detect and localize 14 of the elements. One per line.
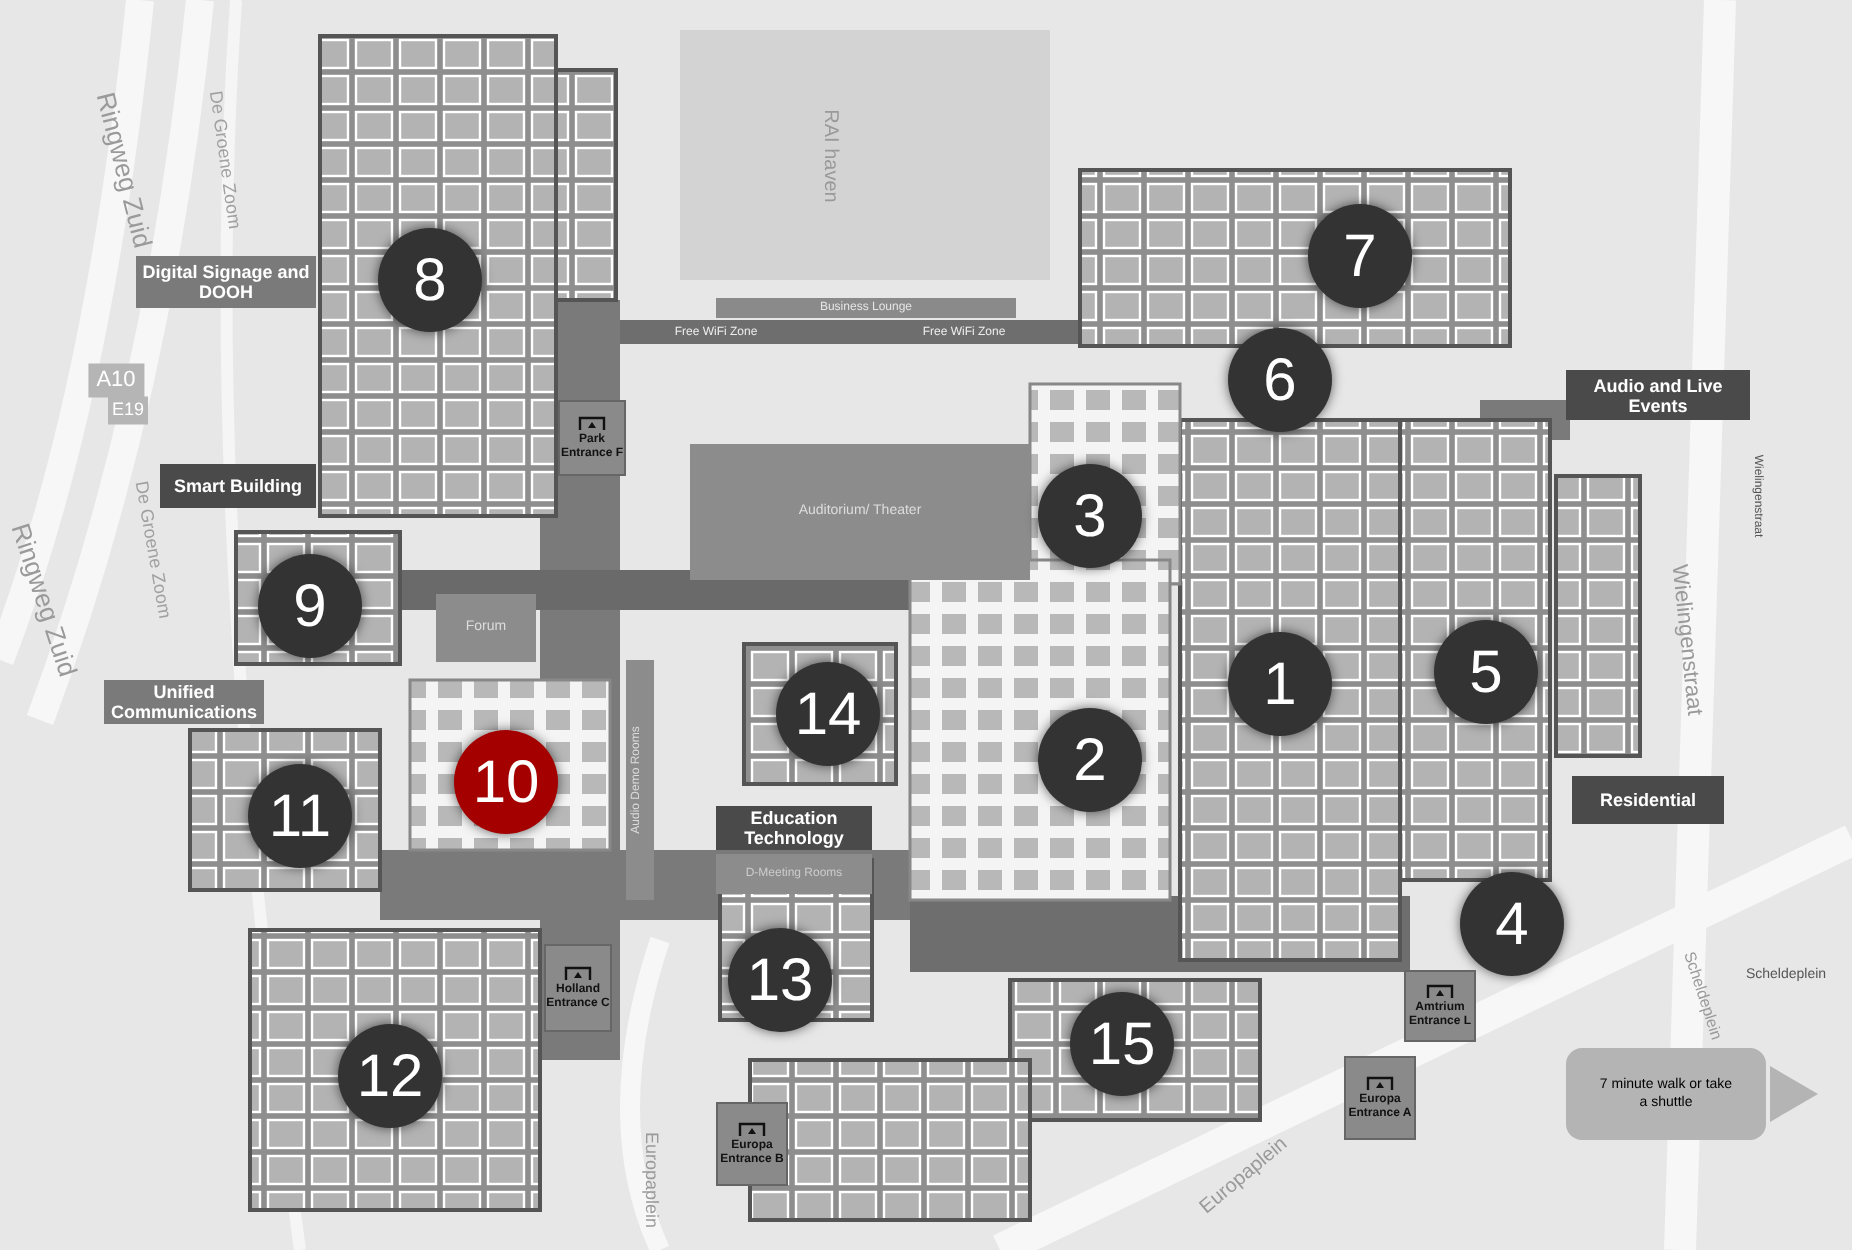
map-label: E19 xyxy=(108,396,148,424)
category-sign: Residential xyxy=(1572,776,1724,824)
map-label: A10 xyxy=(88,363,144,397)
map-label: De Groene Zoom xyxy=(203,89,248,231)
map-label: Ringweg Zuid xyxy=(88,88,161,252)
map-label: RAI haven xyxy=(817,109,843,203)
map-label: Wielingenstraat xyxy=(1664,562,1709,718)
map-label: Ringweg Zuid xyxy=(3,518,86,682)
category-sign: Audio and Live Events xyxy=(1566,370,1750,420)
map-label: Europaplein xyxy=(639,1131,664,1229)
category-sign: Digital Signage and DOOH xyxy=(136,256,316,308)
category-sign: Unified Communications xyxy=(104,680,264,724)
category-sign: Education Technology xyxy=(716,806,872,850)
category-sign: Smart Building xyxy=(160,464,316,508)
